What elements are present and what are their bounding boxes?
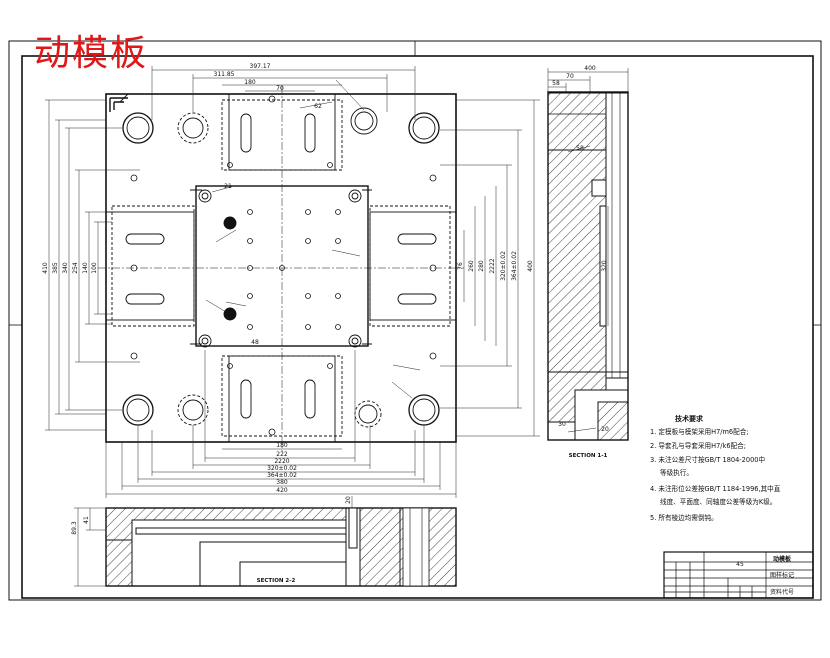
dim-misc-0: 89.3	[71, 521, 78, 535]
dim-top-1: 311.85	[214, 71, 235, 78]
sheet-border	[8, 40, 822, 601]
section-side-label: SECTION 1-1	[569, 453, 608, 459]
front-section	[105, 507, 457, 587]
dim-side-2: 58	[552, 80, 560, 87]
dim-bottom-6: 420	[276, 487, 288, 494]
note-continuation: 线度、平面度、同轴度公差等级为K级。	[660, 498, 777, 506]
dim-right-3: 2222	[489, 258, 496, 273]
dim-misc-5: 62	[314, 103, 322, 110]
title-block-text: 45 动模板 图样标记 资料代号	[736, 555, 794, 596]
title-block-label-a: 图样标记	[770, 571, 794, 579]
note-continuation: 等级执行。	[660, 469, 693, 477]
dim-bottom-5: 380	[276, 479, 288, 486]
dim-bottom-1: 222	[276, 451, 288, 458]
dim-right-4: 320±0.02	[500, 251, 507, 281]
dim-side-6: 20	[601, 426, 609, 433]
note-item: 4. 未注形位公差按GB/T 1184-1996,其中直	[650, 485, 781, 493]
note-item: 1. 定模板与模架采用H7/m6配合;	[650, 428, 749, 436]
section-labels: SECTION 2-2 SECTION 1-1	[257, 453, 608, 584]
note-item: 3. 未注公差尺寸按GB/T 1804-2000中	[650, 456, 766, 464]
title-block-material: 45	[736, 561, 744, 568]
dim-misc-2: 20	[345, 496, 352, 504]
dim-bottom-4: 364±0.02	[267, 472, 297, 479]
dim-side-0: 400	[584, 65, 596, 72]
dim-misc-4: 21	[224, 183, 232, 190]
dim-misc-1: 41	[83, 516, 90, 524]
note-item: 2. 导套孔与导套采用H7/k6配合;	[650, 442, 746, 450]
section-top-label: SECTION 2-2	[257, 578, 296, 584]
side-section	[547, 91, 629, 441]
note-item: 5. 所有棱边均需倒钝。	[650, 514, 718, 522]
title-block-label-b: 资料代号	[770, 588, 794, 596]
dim-left-4: 140	[82, 262, 89, 274]
dim-top-3: 70	[276, 85, 284, 92]
dim-bottom-0: 180	[276, 442, 288, 449]
notes-title: 技术要求	[675, 415, 703, 423]
front-dimension-lines	[74, 496, 353, 587]
dim-side-5: 320	[601, 260, 608, 272]
dimension-labels: 397.17 311.85 180 70 410 385 340 254 140…	[42, 63, 609, 535]
drawing-title: 动模板	[34, 33, 149, 74]
dim-top-2: 180	[244, 79, 256, 86]
dim-left-2: 340	[62, 262, 69, 274]
dim-left-3: 254	[72, 262, 79, 274]
dim-left-1: 385	[52, 262, 59, 274]
dim-right-1: 260	[468, 260, 475, 272]
dim-right-5: 364±0.02	[511, 251, 518, 281]
dim-top-0: 397.17	[250, 63, 271, 70]
dim-side-1: 70	[566, 73, 574, 80]
dim-bottom-3: 320±0.02	[267, 465, 297, 472]
title-block-name: 动模板	[773, 555, 792, 563]
dim-side-3: 58	[576, 145, 584, 152]
dim-bottom-2: 2220	[274, 458, 289, 465]
dim-misc-3: 48	[251, 339, 259, 346]
dim-side-4: 30	[558, 421, 566, 428]
dim-right-0: 76	[457, 262, 464, 270]
dim-right-6: 400	[527, 260, 534, 272]
dim-left-5: 100	[91, 262, 98, 274]
dim-left-0: 410	[42, 262, 49, 274]
side-dimension-lines	[547, 68, 629, 433]
dim-right-2: 280	[478, 260, 485, 272]
plan-view	[98, 86, 464, 452]
plan-dimension-lines	[45, 66, 540, 498]
title-block	[663, 551, 814, 599]
